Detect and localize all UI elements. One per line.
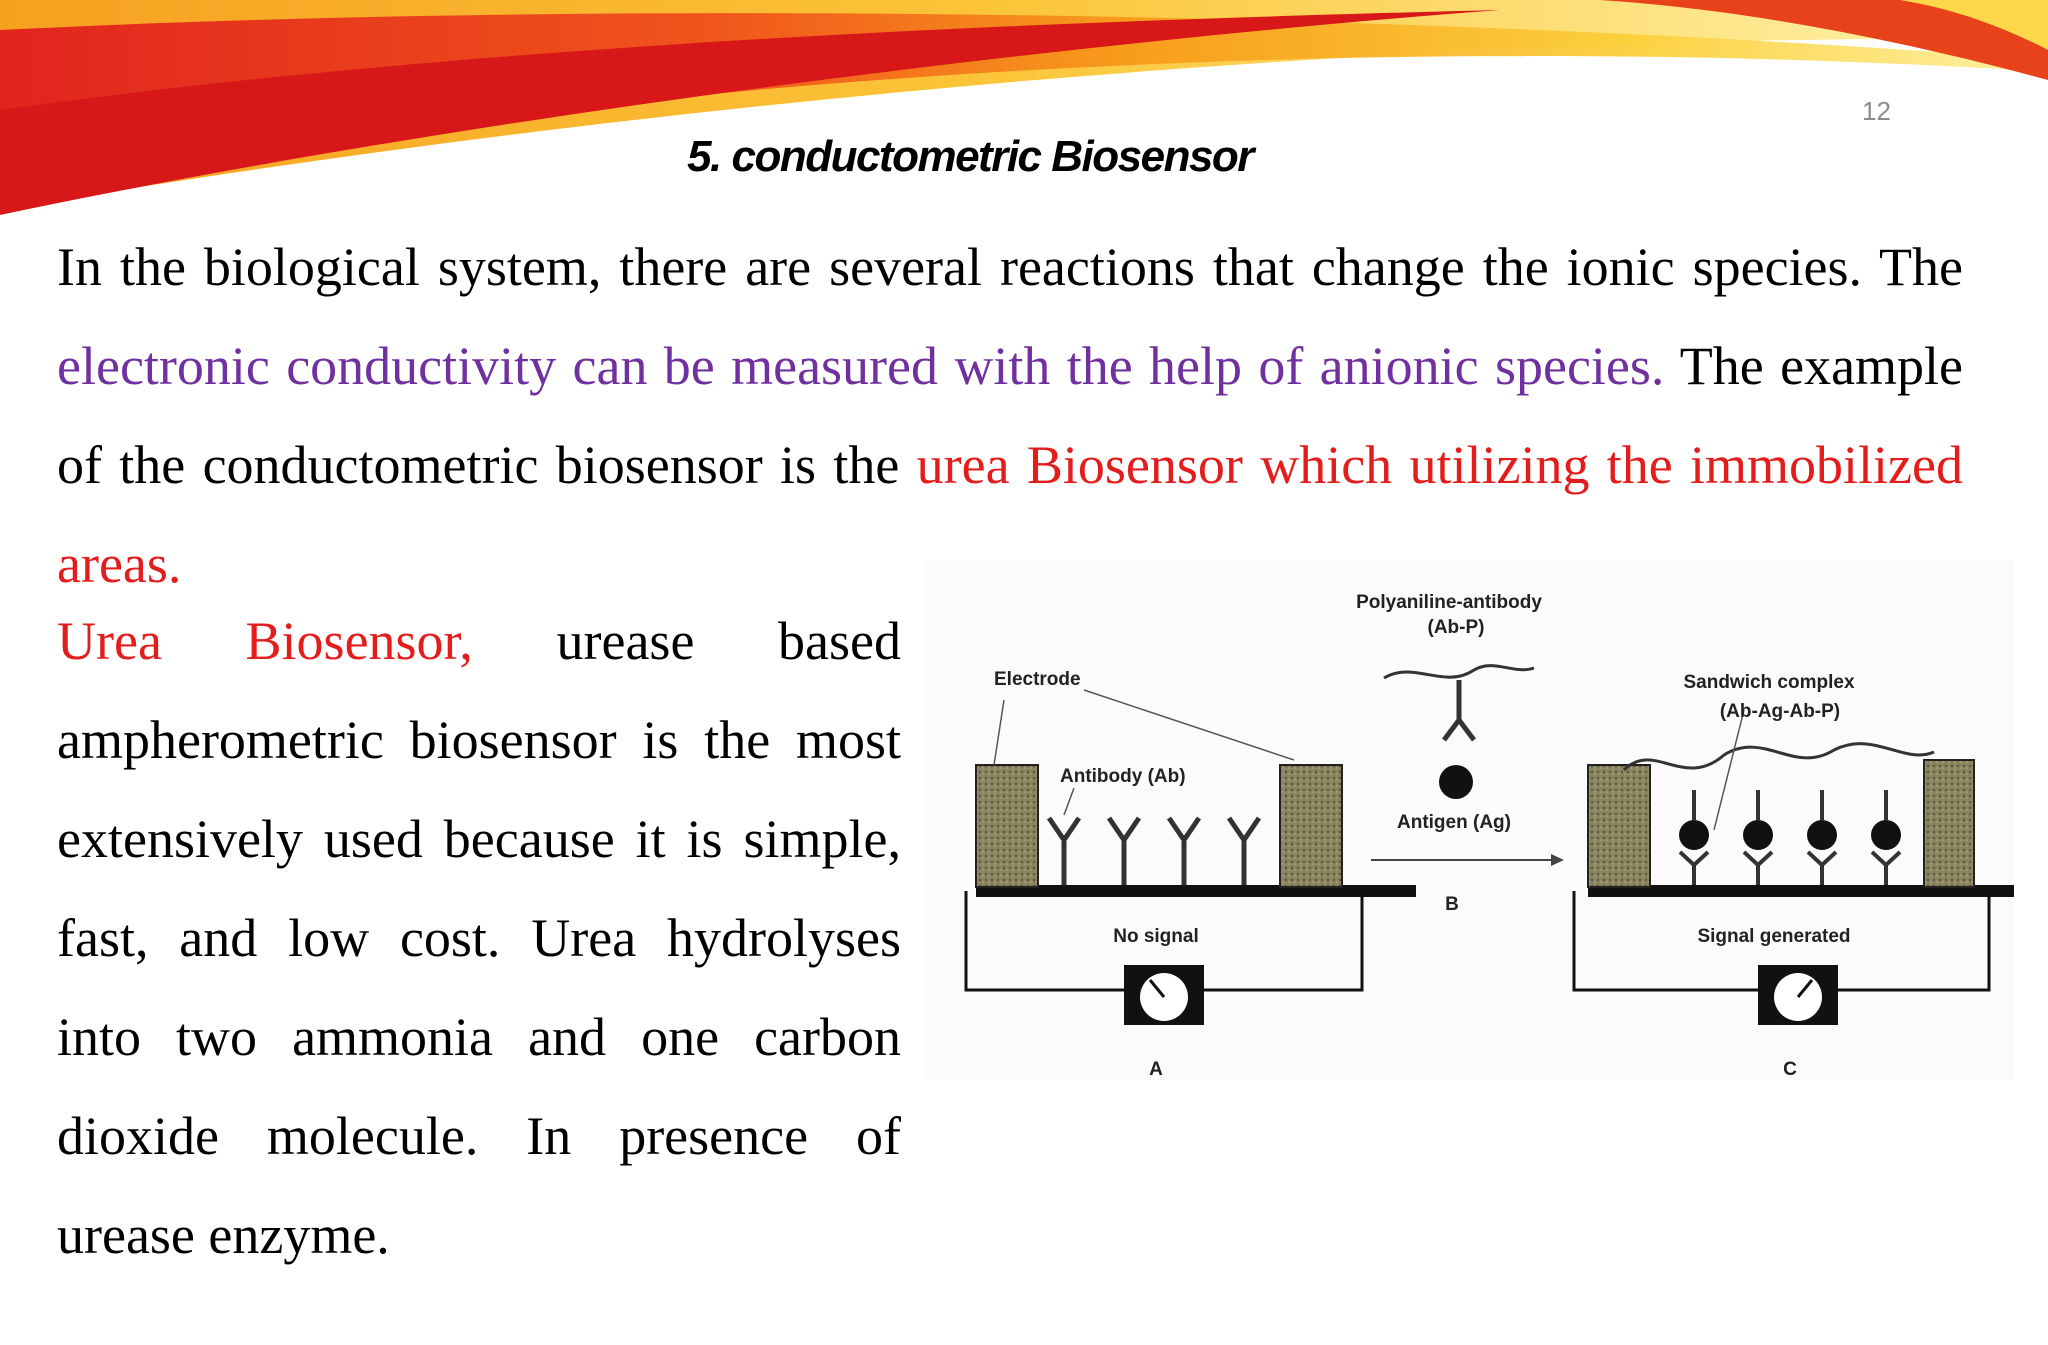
label-no-signal: No signal [1113,926,1199,947]
intro-text-highlight-purple: electronic conductivity can be measured … [57,336,1665,396]
label-a: A [1149,1059,1163,1080]
label-c: C [1783,1059,1797,1080]
panel-b [1371,664,1564,866]
intro-text-1: In the biological system, there are seve… [57,237,1963,297]
intro-paragraph: In the biological system, there are seve… [57,218,1963,614]
intro-text-2: The example of the conductometric biosen… [57,336,1964,495]
urea-text-body: urease based ampherometric biosensor is … [57,611,901,1265]
label-sandwich: Sandwich complex [1683,672,1854,693]
label-polyaniline: Polyaniline-antibody [1356,592,1542,613]
biosensor-diagram: Polyaniline-antibody (Ab-P) Electrode Sa… [924,560,2014,1080]
panel-a [964,689,1416,1025]
label-b: B [1445,894,1459,915]
label-electrode: Electrode [994,669,1081,690]
urea-text-highlight-red: Urea Biosensor, [57,611,473,671]
label-antigen: Antigen (Ag) [1397,812,1511,833]
label-antibody: Antibody (Ab) [1060,766,1186,787]
label-ab-p: (Ab-P) [1428,617,1485,638]
intro-text-highlight-red: urea Biosensor which utilizing the immob… [57,435,1963,594]
header-swoosh-decoration [0,0,2048,215]
label-signal-generated: Signal generated [1697,926,1850,947]
urea-paragraph: Urea Biosensor, urease based ampherometr… [57,592,901,1285]
panel-c [1572,709,2014,1025]
slide-title: 5. conductometric Biosensor [687,132,1254,181]
label-sandwich-formula: (Ab-Ag-Ab-P) [1720,701,1840,722]
slide-number: 12 [1862,96,1891,126]
